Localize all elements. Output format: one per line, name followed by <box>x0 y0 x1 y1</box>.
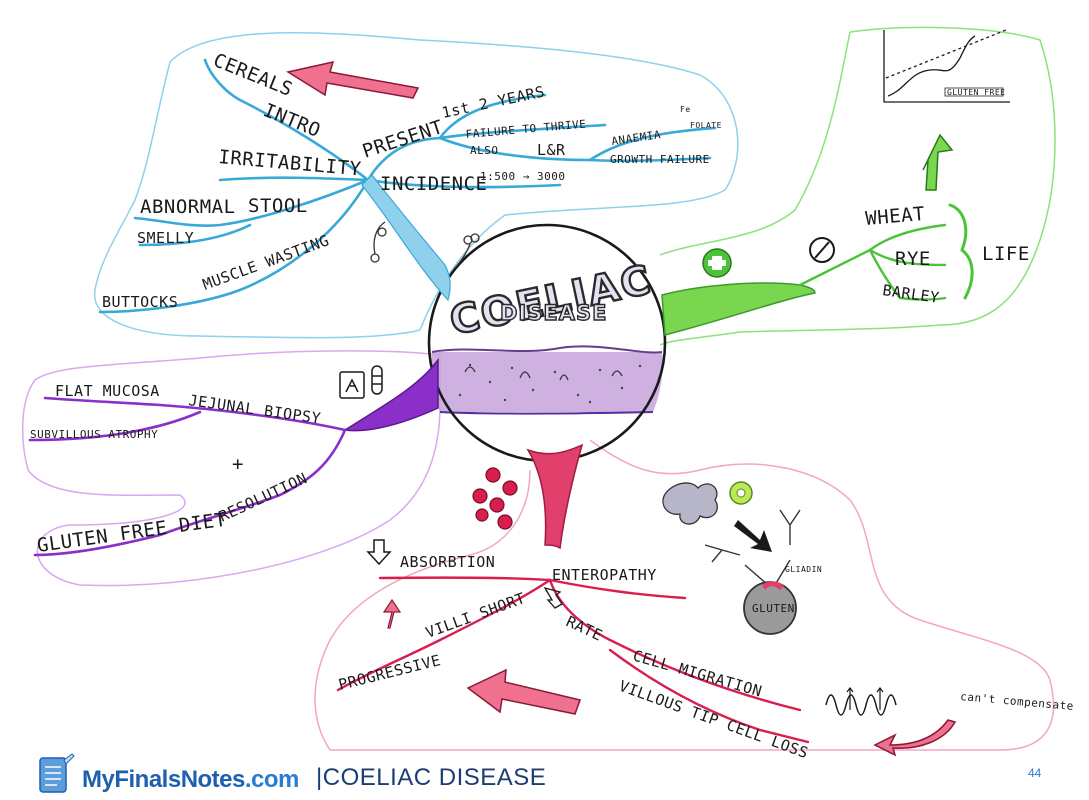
page-number: 44 <box>1028 766 1042 780</box>
pathology-region-outline <box>314 439 1055 751</box>
diagnosis-plus: + <box>232 453 244 475</box>
diagnosis-region-outline <box>21 350 441 587</box>
circle-purple-band <box>431 352 663 412</box>
plus-sign <box>708 256 726 270</box>
treatment-wheat: WHEAT <box>865 203 926 230</box>
diagnosis-branches <box>28 396 347 557</box>
diagnosis-gluten-free-diet: GLUTEN FREE DIET <box>36 509 228 557</box>
left-arrow-corner-icon <box>873 719 957 757</box>
pathology-progressive: PROGRESSIVE <box>337 651 443 694</box>
logo-text: MyFinalsNotes.com <box>82 766 299 794</box>
treatment-branches <box>798 203 974 301</box>
pathology-enteropathy: ENTEROPATHY <box>552 566 657 584</box>
gliadin-marker <box>762 581 784 590</box>
pathology-absorption: ABSORBTION <box>400 553 495 571</box>
intro-region-outline <box>93 32 739 339</box>
antigen-cell-icon <box>662 482 718 525</box>
intro-incidence-value: 1:500 → 3000 <box>480 170 565 183</box>
intro-stool: STOOL <box>248 195 308 217</box>
intro-folate: FOLATE <box>690 121 722 130</box>
intro-branches <box>98 58 717 314</box>
pathology-trunk <box>526 443 584 550</box>
intro-fe: Fe <box>680 105 691 114</box>
intro-growth-failure: GROWTH FAILURE <box>610 153 710 166</box>
pathology-branches <box>336 576 810 744</box>
diagnosis-jejunal-biopsy: JEJUNAL BIOPSY <box>187 391 322 427</box>
intro-smelly: SMELLY <box>137 229 194 247</box>
pathology-gliadin: GLIADIN <box>785 565 822 574</box>
lymphocyte-nucleus <box>736 488 746 498</box>
squiggle-up-arrows <box>846 687 884 710</box>
pathology-rate: RATE <box>563 612 605 644</box>
intro-cereals: CEREALS <box>210 49 296 101</box>
intro-incidence: INCIDENCE <box>380 173 487 195</box>
intro-failure-to-thrive: FAILURE TO THRIVE <box>465 117 587 141</box>
intro-anaemia: ANAEMIA <box>611 128 662 148</box>
diagnosis-flat-mucosa: FLAT MUCOSA <box>55 382 160 400</box>
black-arrow-icon <box>734 520 772 552</box>
diagnosis-resolution: RESOLUTION <box>216 469 310 526</box>
treatment-barley: BARLEY <box>881 281 940 307</box>
intro-muscle-wasting: MUSCLE WASTING <box>200 231 332 294</box>
intro-present: PRESENT <box>360 116 446 163</box>
antibody-icon <box>704 509 801 586</box>
left-arrow-bottom-icon <box>466 668 581 715</box>
pathology-villi-short: VILLI SHORT <box>423 589 528 642</box>
treatment-region-outline-top <box>659 31 851 256</box>
diagnosis-subvillous-atrophy: SUBVILLOUS ATROPHY <box>30 428 158 441</box>
footer-title: |COELIAC DISEASE <box>316 764 547 791</box>
pathology-gluten: GLUTEN <box>752 602 795 615</box>
microbe-icon <box>472 467 518 530</box>
treatment-trunk <box>661 282 816 336</box>
intro-irritability: IRRITABILITY <box>218 146 363 180</box>
title-line2: DISEASE <box>500 301 607 325</box>
intro-first-2-years: 1st 2 YEARS <box>440 83 546 122</box>
up-arrow-small-icon <box>382 598 402 629</box>
intro-also: ALSO <box>470 144 499 157</box>
no-entry-slash <box>814 241 830 259</box>
circle-villi <box>464 366 623 381</box>
central-circle: COELIAC DISEASE <box>427 223 667 463</box>
rate-up-arrow-icon <box>543 586 563 609</box>
notepad-icon <box>39 753 75 793</box>
circle-band-edge <box>431 345 663 354</box>
intro-trunk-fill <box>361 174 451 302</box>
graph-icon <box>883 29 1010 103</box>
test-tube-icon <box>371 365 383 395</box>
intro-label: INTRO <box>260 99 324 142</box>
up-arrow-icon <box>922 133 954 191</box>
circle-mucosa-line <box>439 411 654 415</box>
treatment-rye: RYE <box>895 248 931 270</box>
logo-main: MyFinalsNotes <box>82 766 245 793</box>
circle-dots <box>458 363 642 404</box>
pathology-cant-compensate: can't compensate <box>960 690 1075 713</box>
treatment-life: LIFE <box>982 243 1030 265</box>
intro-knots <box>370 221 480 269</box>
scope-icon <box>339 371 365 399</box>
left-arrow-icon <box>286 60 420 99</box>
graph-label: GLUTEN FREE <box>947 88 1005 97</box>
squiggle-icon <box>825 694 897 716</box>
intro-abnormal: ABNORMAL <box>140 196 236 218</box>
down-arrow-icon <box>366 539 392 566</box>
site-logo[interactable]: MyFinalsNotes.com <box>36 752 306 798</box>
intro-buttocks: BUTTOCKS <box>102 293 178 311</box>
treatment-region-outline <box>659 26 1056 346</box>
logo-suffix: .com <box>244 766 300 793</box>
intro-l-and-r: L&R <box>537 141 566 159</box>
diagnosis-trunk <box>342 357 439 432</box>
